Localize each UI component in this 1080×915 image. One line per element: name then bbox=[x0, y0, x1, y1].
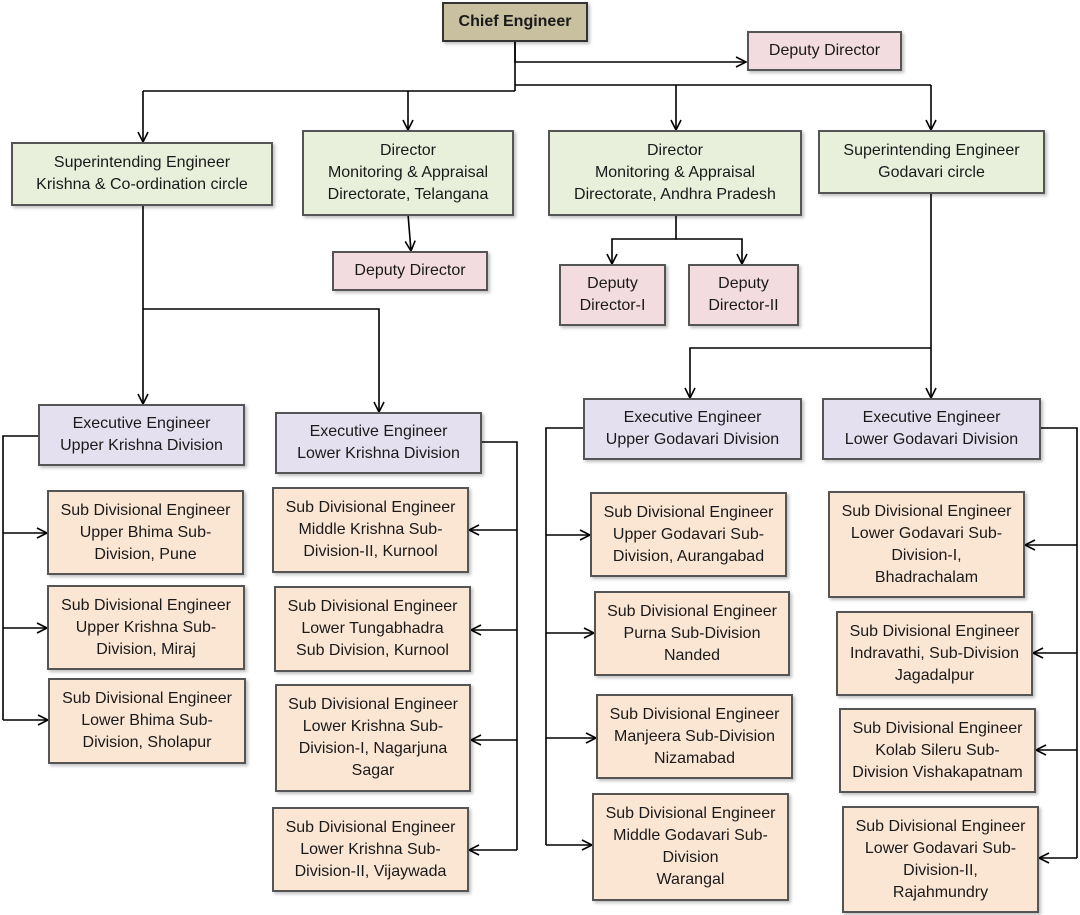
se-godavari-box: Superintending Engineer Godavari circle bbox=[818, 130, 1045, 194]
sd-lower-bhima-label: Sub Divisional Engineer Lower Bhima Sub-… bbox=[62, 690, 232, 751]
deputy-director-telangana-box: Deputy Director bbox=[332, 251, 488, 291]
link-dir-tel-deputy bbox=[408, 213, 411, 251]
director-ap-box: Director Monitoring & Appraisal Director… bbox=[548, 130, 802, 216]
director-ap-label: Director Monitoring & Appraisal Director… bbox=[574, 142, 776, 203]
chief-engineer-label: Chief Engineer bbox=[458, 13, 572, 30]
sd-lower-tungabhadra-box: Sub Divisional Engineer Lower Tungabhadr… bbox=[274, 586, 471, 672]
sd-lower-krishna-2-box: Sub Divisional Engineer Lower Krishna Su… bbox=[272, 807, 469, 892]
sd-upper-krishna-label: Sub Divisional Engineer Upper Krishna Su… bbox=[61, 596, 231, 658]
director-telangana-box: Director Monitoring & Appraisal Director… bbox=[302, 130, 514, 216]
link-ukd-bus bbox=[2, 435, 39, 720]
sd-middle-godavari-box: Sub Divisional Engineer Middle Godavari … bbox=[592, 793, 789, 901]
sd-lower-krishna-1-box: Sub Divisional Engineer Lower Krishna Su… bbox=[275, 684, 471, 792]
chief-engineer-box: Chief Engineer bbox=[442, 2, 588, 42]
se-godavari-label: Superintending Engineer Godavari circle bbox=[843, 142, 1020, 181]
link-se-krishna-ee-lower bbox=[143, 308, 379, 412]
sd-upper-godavari-label: Sub Divisional Engineer Upper Godavari S… bbox=[603, 503, 774, 565]
sd-lower-bhima-box: Sub Divisional Engineer Lower Bhima Sub-… bbox=[48, 678, 246, 764]
sd-lower-godavari-2-box: Sub Divisional Engineer Lower Godavari S… bbox=[842, 806, 1039, 913]
sd-upper-godavari-box: Sub Divisional Engineer Upper Godavari S… bbox=[590, 492, 787, 577]
sd-middle-godavari-label: Sub Divisional Engineer Middle Godavari … bbox=[605, 805, 776, 888]
ee-lower-krishna-label: Executive Engineer Lower Krishna Divisio… bbox=[297, 423, 460, 462]
se-krishna-box: Superintending Engineer Krishna & Co-ord… bbox=[11, 142, 273, 206]
link-dir-ap-bus bbox=[612, 214, 677, 264]
sd-indravathi-label: Sub Divisional Engineer Indravathi, Sub-… bbox=[849, 622, 1020, 684]
director-telangana-label: Director Monitoring & Appraisal Director… bbox=[327, 142, 489, 203]
sd-indravathi-box: Sub Divisional Engineer Indravathi, Sub-… bbox=[836, 611, 1033, 696]
sd-kolab-sileru-label: Sub Divisional Engineer Kolab Sileru Sub… bbox=[852, 719, 1023, 781]
link-lgd-bus bbox=[1040, 427, 1078, 858]
sd-upper-krishna-box: Sub Divisional Engineer Upper Krishna Su… bbox=[47, 585, 245, 670]
deputy-director-1-label: Deputy Director-I bbox=[579, 275, 646, 314]
ee-upper-krishna-label: Executive Engineer Upper Krishna Divisio… bbox=[60, 415, 223, 454]
ee-lower-krishna-box: Executive Engineer Lower Krishna Divisio… bbox=[275, 412, 482, 474]
deputy-director-top-box: Deputy Director bbox=[747, 31, 902, 71]
deputy-director-1-box: Deputy Director-I bbox=[559, 264, 666, 326]
sd-lower-godavari-1-label: Sub Divisional Engineer Lower Godavari S… bbox=[841, 502, 1012, 586]
ee-upper-godavari-label: Executive Engineer Upper Godavari Divisi… bbox=[605, 409, 780, 448]
deputy-director-top-label: Deputy Director bbox=[768, 42, 881, 59]
sd-lower-tungabhadra-label: Sub Divisional Engineer Lower Tungabhadr… bbox=[287, 598, 458, 659]
sd-lower-godavari-2-label: Sub Divisional Engineer Lower Godavari S… bbox=[855, 817, 1026, 901]
sd-lower-godavari-1-box: Sub Divisional Engineer Lower Godavari S… bbox=[828, 491, 1025, 598]
ee-lower-godavari-label: Executive Engineer Lower Godavari Divisi… bbox=[844, 409, 1019, 448]
deputy-director-telangana-label: Deputy Director bbox=[354, 262, 466, 279]
se-krishna-label: Superintending Engineer Krishna & Co-ord… bbox=[36, 154, 248, 193]
link-dir-ap-deputy2 bbox=[676, 238, 742, 264]
sd-lower-krishna-1-label: Sub Divisional Engineer Lower Krishna Su… bbox=[288, 696, 458, 779]
link-ugd-bus bbox=[545, 427, 584, 845]
sd-middle-krishna-box: Sub Divisional Engineer Middle Krishna S… bbox=[272, 487, 469, 573]
sd-manjeera-label: Sub Divisional Engineer Manjeera Sub-Div… bbox=[609, 705, 780, 767]
ee-upper-godavari-box: Executive Engineer Upper Godavari Divisi… bbox=[583, 398, 802, 460]
ee-upper-krishna-box: Executive Engineer Upper Krishna Divisio… bbox=[38, 404, 245, 466]
link-lkd-bus bbox=[481, 441, 518, 850]
sd-manjeera-box: Sub Divisional Engineer Manjeera Sub-Div… bbox=[596, 694, 793, 779]
link-chief-deputy bbox=[514, 40, 746, 62]
sd-kolab-sileru-box: Sub Divisional Engineer Kolab Sileru Sub… bbox=[839, 708, 1036, 793]
sd-purna-box: Sub Divisional Engineer Purna Sub-Divisi… bbox=[594, 591, 790, 676]
sd-middle-krishna-label: Sub Divisional Engineer Middle Krishna S… bbox=[285, 499, 456, 560]
sd-purna-label: Sub Divisional Engineer Purna Sub-Divisi… bbox=[607, 602, 777, 664]
sd-lower-krishna-2-label: Sub Divisional Engineer Lower Krishna Su… bbox=[285, 818, 456, 880]
deputy-director-2-label: Deputy Director-II bbox=[708, 275, 779, 314]
ee-lower-godavari-box: Executive Engineer Lower Godavari Divisi… bbox=[822, 398, 1041, 460]
deputy-director-2-box: Deputy Director-II bbox=[688, 264, 799, 326]
link-se-godavari-ee-upper bbox=[690, 347, 931, 398]
sd-upper-bhima-box: Sub Divisional Engineer Upper Bhima Sub-… bbox=[47, 490, 244, 575]
sd-upper-bhima-label: Sub Divisional Engineer Upper Bhima Sub-… bbox=[60, 501, 231, 563]
